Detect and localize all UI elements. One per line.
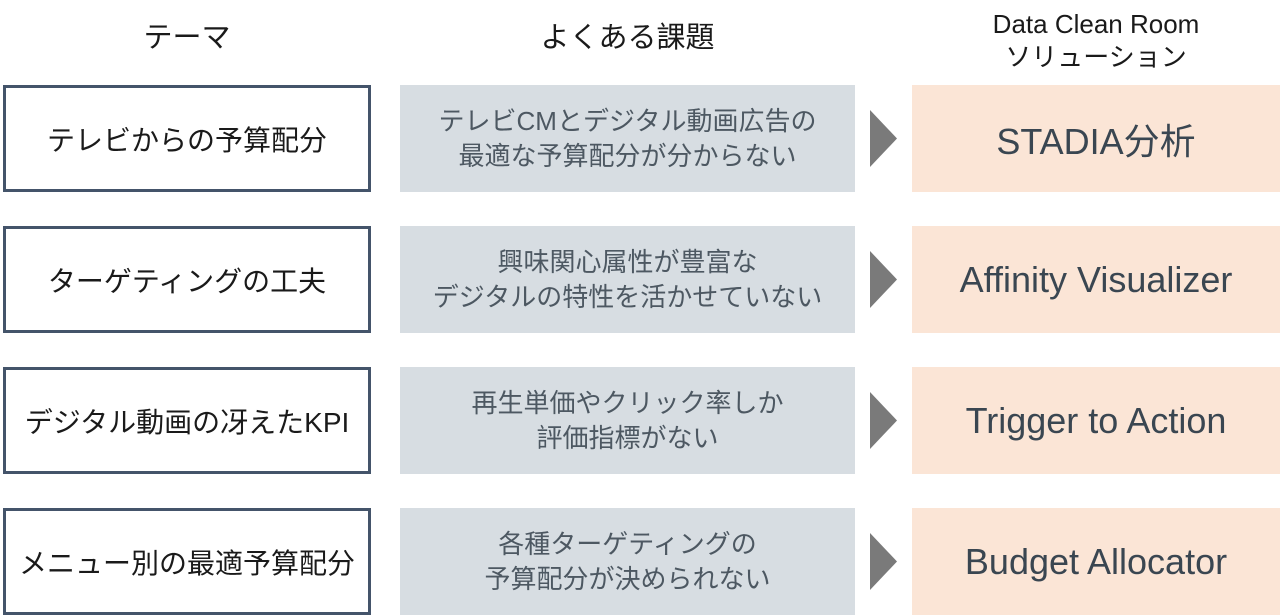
issue-line2: 評価指標がない: [536, 422, 719, 453]
solution-label: Trigger to Action: [965, 399, 1227, 441]
theme-label: デジタル動画の冴えたKPI: [24, 406, 350, 438]
column-header-solution-line1: Data Clean Room: [992, 9, 1200, 39]
theme-label: メニュー別の最適予算配分: [18, 547, 355, 579]
solution-box: Budget Allocator: [912, 508, 1280, 615]
column-header-solution: Data Clean Room ソリューション: [912, 8, 1280, 74]
column-header-issues: よくある課題: [540, 22, 715, 54]
theme-box: デジタル動画の冴えたKPI: [3, 367, 371, 474]
column-header-solution-line2: ソリューション: [1005, 42, 1187, 72]
solution-box: STADIA分析: [912, 85, 1280, 192]
arrow-right-icon: [870, 251, 897, 308]
arrow-zone: [855, 226, 912, 333]
solution-label: Budget Allocator: [964, 540, 1228, 582]
row-digital-kpi: デジタル動画の冴えたKPI 再生単価やクリック率しか 評価指標がない Trigg…: [0, 367, 1280, 474]
issue-box: テレビCMとデジタル動画広告の 最適な予算配分が分からない: [400, 85, 855, 192]
issue-line1: 再生単価やクリック率しか: [471, 387, 784, 418]
arrow-right-icon: [870, 392, 897, 449]
theme-box: メニュー別の最適予算配分: [3, 508, 371, 615]
arrow-zone: [855, 85, 912, 192]
theme-label: テレビからの予算配分: [46, 124, 327, 156]
issue-line1: 各種ターゲティングの: [498, 528, 757, 559]
row-targeting: ターゲティングの工夫 興味関心属性が豊富な デジタルの特性を活かせていない Af…: [0, 226, 1280, 333]
arrow-zone: [855, 508, 912, 615]
issue-line1: 興味関心属性が豊富な: [497, 246, 758, 277]
issue-line2: デジタルの特性を活かせていない: [432, 281, 823, 312]
arrow-zone: [855, 367, 912, 474]
solution-box: Affinity Visualizer: [912, 226, 1280, 333]
issue-box: 各種ターゲティングの 予算配分が決められない: [400, 508, 855, 615]
issue-line2: 最適な予算配分が分からない: [458, 140, 797, 171]
column-header-theme: テーマ: [143, 22, 231, 54]
solution-label: STADIA分析: [996, 120, 1196, 162]
issue-box: 興味関心属性が豊富な デジタルの特性を活かせていない: [400, 226, 855, 333]
theme-box: テレビからの予算配分: [3, 85, 371, 192]
issue-line1: テレビCMとデジタル動画広告の: [438, 105, 817, 136]
solution-box: Trigger to Action: [912, 367, 1280, 474]
theme-label: ターゲティングの工夫: [47, 265, 327, 297]
arrow-right-icon: [870, 110, 897, 167]
theme-box: ターゲティングの工夫: [3, 226, 371, 333]
issue-line2: 予算配分が決められない: [484, 563, 771, 594]
issue-box: 再生単価やクリック率しか 評価指標がない: [400, 367, 855, 474]
arrow-right-icon: [870, 533, 897, 590]
solution-label: Affinity Visualizer: [959, 258, 1233, 300]
row-tv-budget: テレビからの予算配分 テレビCMとデジタル動画広告の 最適な予算配分が分からない…: [0, 85, 1280, 192]
diagram-rows: テレビからの予算配分 テレビCMとデジタル動画広告の 最適な予算配分が分からない…: [0, 85, 1280, 615]
row-menu-budget: メニュー別の最適予算配分 各種ターゲティングの 予算配分が決められない Budg…: [0, 508, 1280, 615]
